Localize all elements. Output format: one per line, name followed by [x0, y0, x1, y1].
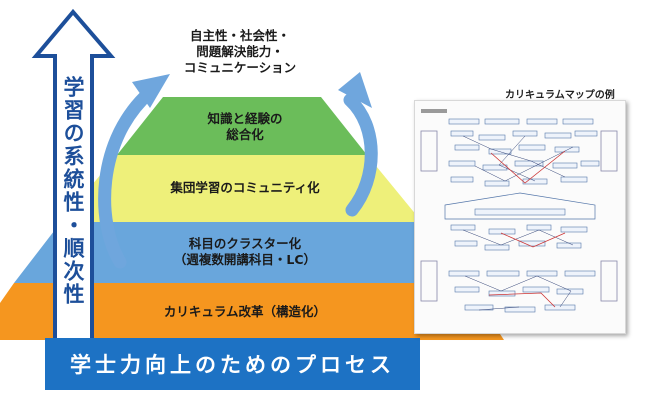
level-5-label: カリキュラム改革（構造化）: [110, 304, 380, 320]
pyramid-level-top: [163, 26, 321, 96]
level-2-line-1: 知識と経験の: [207, 111, 283, 126]
level-top-label: 自主性・社会性・ 問題解決能力・ コミュニケーション: [165, 28, 315, 76]
level-4-line-2: （週複数開講科目・LC）: [173, 252, 317, 267]
systematic-label: 学習の系統性・順次性: [61, 76, 85, 306]
process-banner: 学士力向上のためのプロセス: [45, 338, 420, 390]
level-5-line-1: カリキュラム改革（構造化）: [163, 304, 327, 319]
cycle-arrow-right-head: [338, 72, 372, 108]
level-2-label: 知識と経験の 総合化: [170, 111, 320, 143]
level-top-line-1: 自主性・社会性・: [189, 28, 290, 43]
curriculum-map-image: [420, 109, 618, 313]
cycle-arrow-left-head: [132, 74, 170, 108]
level-4-label: 科目のクラスター化 （週複数開講科目・LC）: [110, 236, 380, 268]
level-3-line-1: 集団学習のコミュニティ化: [170, 180, 320, 195]
level-top-line-3: コミュニケーション: [183, 60, 297, 75]
level-2-line-2: 総合化: [226, 127, 264, 142]
cycle-arrows: [98, 85, 378, 269]
level-top-line-2: 問題解決能力・: [196, 44, 284, 59]
level-3-label: 集団学習のコミュニティ化: [125, 180, 365, 196]
map-title: カリキュラムマップの例: [505, 90, 615, 101]
pyramid-level-4: [14, 222, 466, 283]
pyramid-level-5: [0, 283, 504, 340]
pyramid-level-2: [117, 97, 367, 155]
level-4-line-1: 科目のクラスター化: [188, 236, 302, 251]
curriculum-map-thumbnail: [414, 100, 626, 334]
pyramid-level-3: [61, 155, 422, 222]
